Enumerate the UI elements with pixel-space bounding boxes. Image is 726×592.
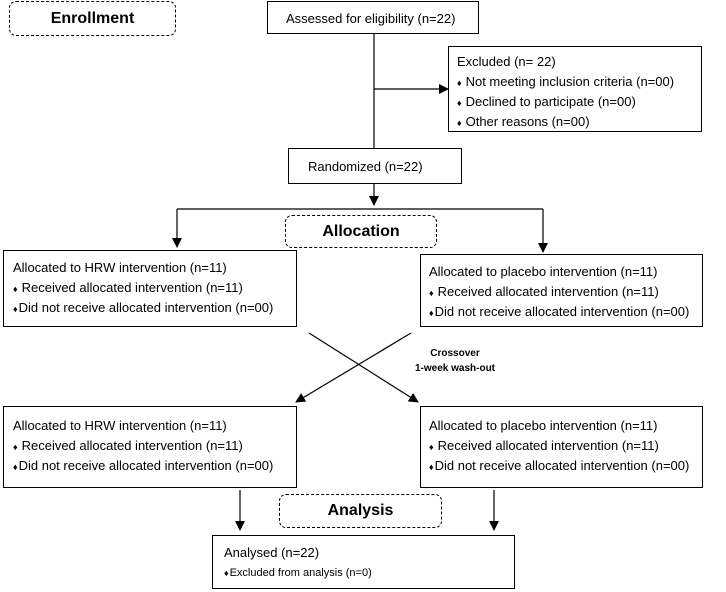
bullet-icon: ♦	[457, 78, 462, 88]
hrw-not-received: ♦Did not receive allocated intervention …	[13, 458, 274, 473]
bullet-icon: ♦	[429, 462, 434, 472]
assessed-box: Assessed for eligibility (n=22)	[267, 1, 479, 34]
hrw-received: ♦Received allocated intervention (n=11)	[13, 438, 243, 453]
crossover-line1: Crossover	[430, 348, 480, 359]
phase-enrollment-label: Enrollment	[9, 1, 176, 36]
bullet-icon: ♦	[13, 304, 18, 314]
bullet-icon: ♦	[429, 442, 434, 452]
hrw-received: ♦Received allocated intervention (n=11)	[13, 280, 243, 295]
bullet-icon: ♦	[13, 442, 18, 452]
placebo-not-received: ♦Did not receive allocated intervention …	[429, 304, 690, 319]
crossover-line2: 1-week wash-out	[414, 363, 496, 374]
randomized-box: Randomized (n=22)	[288, 148, 462, 184]
placebo-not-received: ♦Did not receive allocated intervention …	[429, 458, 690, 473]
hrw-not-received: ♦Did not receive allocated intervention …	[13, 300, 274, 315]
bullet-icon: ♦	[13, 462, 18, 472]
excluded-item: ♦Not meeting inclusion criteria (n=00)	[457, 74, 675, 89]
crossover-line-b	[295, 332, 412, 403]
period1-placebo-box: Allocated to placebo intervention (n=11)…	[420, 254, 703, 327]
placebo-title: Allocated to placebo intervention (n=11)	[429, 418, 658, 433]
phase-analysis-label: Analysis	[279, 494, 442, 528]
analysed-title: Analysed (n=22)	[224, 545, 320, 560]
bullet-icon: ♦	[429, 308, 434, 318]
bullet-icon: ♦	[13, 284, 18, 294]
excluded-item: ♦Declined to participate (n=00)	[457, 94, 636, 109]
bullet-icon: ♦	[457, 98, 462, 108]
excluded-box: Excluded (n= 22) ♦Not meeting inclusion …	[448, 46, 702, 132]
period2-hrw-box: Allocated to HRW intervention (n=11) ♦Re…	[3, 406, 297, 488]
bullet-icon: ♦	[429, 288, 434, 298]
excluded-title: Excluded (n= 22)	[457, 54, 556, 69]
randomized-text: Randomized (n=22)	[308, 159, 423, 174]
analysed-excluded: ♦Excluded from analysis (n=0)	[224, 567, 372, 579]
crossover-line-a	[308, 332, 419, 403]
bullet-icon: ♦	[224, 568, 229, 578]
phase-allocation-label: Allocation	[285, 215, 437, 248]
hrw-title: Allocated to HRW intervention (n=11)	[13, 418, 227, 433]
analysed-box: Analysed (n=22) ♦Excluded from analysis …	[212, 535, 515, 589]
placebo-received: ♦Received allocated intervention (n=11)	[429, 284, 659, 299]
crossover-label: Crossover 1-week wash-out	[410, 348, 500, 374]
bullet-icon: ♦	[457, 118, 462, 128]
excluded-item: ♦Other reasons (n=00)	[457, 114, 590, 129]
assessed-text: Assessed for eligibility (n=22)	[286, 11, 456, 26]
period1-hrw-box: Allocated to HRW intervention (n=11) ♦Re…	[3, 250, 297, 327]
placebo-received: ♦Received allocated intervention (n=11)	[429, 438, 659, 453]
period2-placebo-box: Allocated to placebo intervention (n=11)…	[420, 406, 703, 488]
hrw-title: Allocated to HRW intervention (n=11)	[13, 260, 227, 275]
placebo-title: Allocated to placebo intervention (n=11)	[429, 264, 658, 279]
